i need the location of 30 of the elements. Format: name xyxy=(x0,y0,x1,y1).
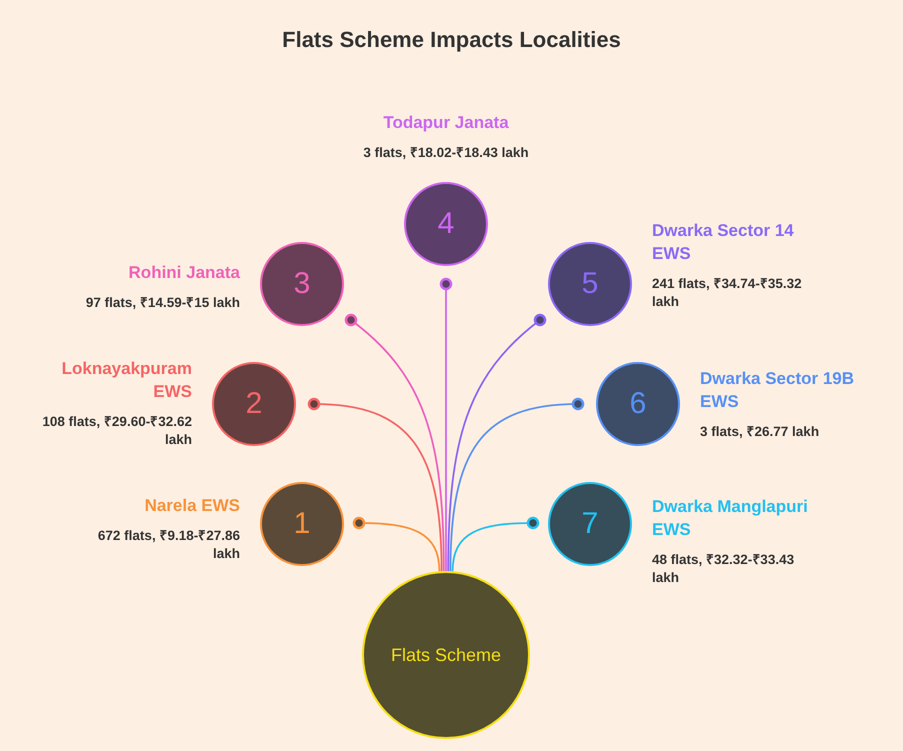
step-number: 3 xyxy=(294,267,310,301)
connector-line xyxy=(447,314,546,572)
flats-detail: 108 flats, ₹29.60-₹32.62 lakh xyxy=(41,413,192,449)
hub-label: Flats Scheme xyxy=(390,644,502,666)
locality-name: Dwarka Sector 14 EWS xyxy=(652,220,795,265)
connector-line xyxy=(450,398,584,572)
locality-name: Narela EWS xyxy=(144,495,240,517)
locality-name: Todapur Janata xyxy=(383,112,509,134)
flats-detail: 241 flats, ₹34.74-₹35.32 lakh xyxy=(652,275,803,311)
locality-name: Dwarka Sector 19B EWS xyxy=(700,368,856,413)
flats-detail: 97 flats, ₹14.59-₹15 lakh xyxy=(86,294,240,312)
locality-name: Rohini Janata xyxy=(128,262,240,284)
connector-line xyxy=(344,314,445,572)
connector-line xyxy=(452,516,540,572)
flats-detail: 48 flats, ₹32.32-₹33.43 lakh xyxy=(652,551,796,587)
step-number: 2 xyxy=(246,387,262,421)
step-number: 4 xyxy=(438,207,454,241)
step-number: 5 xyxy=(582,267,598,301)
flats-detail: 3 flats, ₹18.02-₹18.43 lakh xyxy=(363,144,529,162)
connector-line xyxy=(308,398,442,572)
step-number: 6 xyxy=(630,387,646,421)
step-number: 1 xyxy=(294,507,310,541)
diagram-title: Flats Scheme Impacts Localities xyxy=(282,27,621,53)
locality-name: Dwarka Manglapuri EWS xyxy=(652,496,809,541)
flats-detail: 672 flats, ₹9.18-₹27.86 lakh xyxy=(96,527,240,563)
connector-line xyxy=(352,516,440,572)
flats-detail: 3 flats, ₹26.77 lakh xyxy=(700,423,820,441)
connector-line xyxy=(440,278,452,571)
locality-name: Loknayakpuram EWS xyxy=(60,358,192,403)
step-number: 7 xyxy=(582,507,598,541)
